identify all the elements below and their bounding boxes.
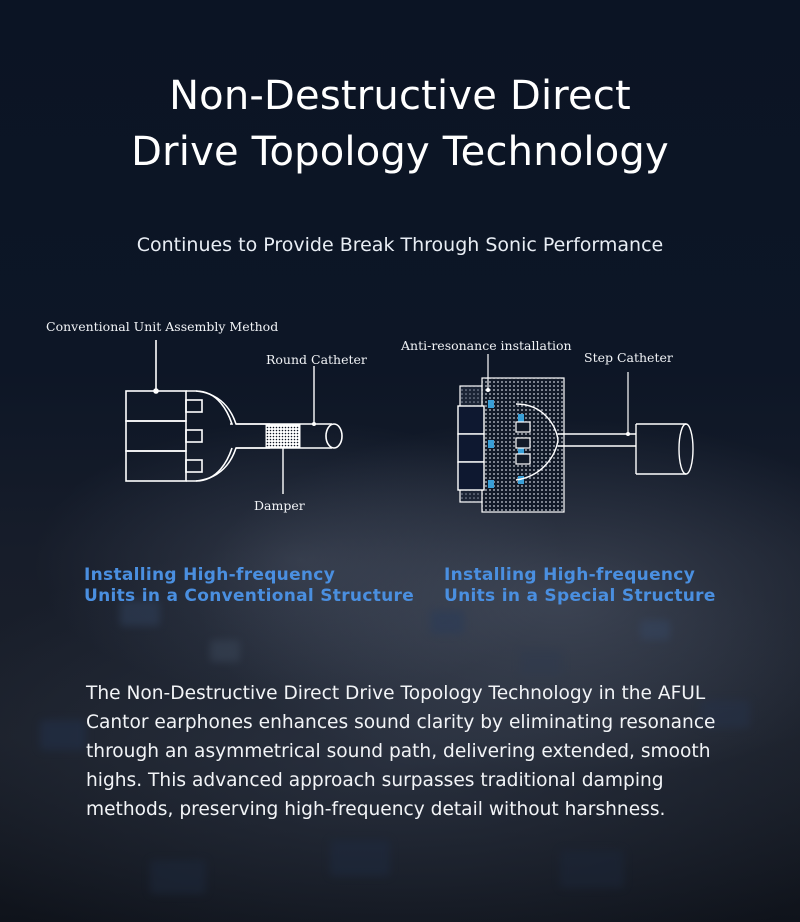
label-damper: Damper: [254, 498, 305, 513]
title-line-1: Non-Destructive Direct: [169, 73, 631, 119]
bokeh-shape: [210, 640, 240, 662]
bokeh-shape: [640, 620, 670, 640]
bokeh-shape: [330, 840, 390, 876]
caption-special-line-1: Installing High-frequency: [444, 565, 696, 585]
label-conventional-method: Conventional Unit Assembly Method: [46, 319, 279, 334]
caption-conventional-line-1: Installing High-frequency: [84, 565, 336, 585]
description-paragraph: The Non-Destructive Direct Drive Topolog…: [86, 683, 716, 820]
title-line-2: Drive Topology Technology: [131, 129, 669, 175]
label-anti-resonance: Anti-resonance installation: [401, 338, 572, 353]
bokeh-shape: [520, 650, 562, 676]
label-round-catheter: Round Catheter: [266, 352, 367, 367]
bokeh-shape: [700, 700, 750, 728]
caption-conventional: Installing High-frequency Units in a Con…: [84, 565, 414, 607]
caption-special-line-2: Units in a Special Structure: [444, 586, 716, 606]
page-title: Non-Destructive Direct Drive Topology Te…: [0, 68, 800, 180]
caption-conventional-line-2: Units in a Conventional Structure: [84, 586, 415, 606]
bokeh-shape: [120, 600, 160, 626]
bokeh-shape: [560, 850, 624, 888]
bokeh-shape: [430, 610, 464, 634]
label-step-catheter: Step Catheter: [584, 350, 673, 365]
bokeh-shape: [40, 720, 86, 750]
special-structure-diagram: [457, 354, 694, 513]
conventional-structure-diagram: [125, 340, 343, 494]
page-subtitle: Continues to Provide Break Through Sonic…: [136, 234, 664, 256]
bokeh-shape: [150, 860, 206, 894]
caption-special: Installing High-frequency Units in a Spe…: [444, 565, 716, 607]
